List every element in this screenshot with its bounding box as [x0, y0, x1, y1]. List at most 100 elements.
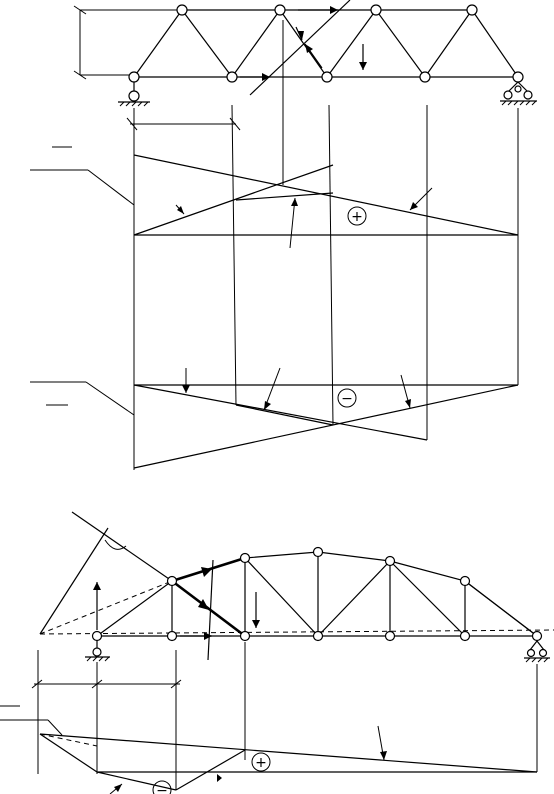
influence-line-negative-branch [96, 771, 177, 791]
dimension-tick [170, 679, 182, 689]
dashed-axis-line [39, 629, 554, 635]
truss-node [321, 71, 333, 83]
truss-node [370, 4, 382, 16]
truss-node [312, 630, 324, 642]
top-chord [96, 551, 538, 637]
truss-node [239, 630, 251, 642]
truss-node [459, 630, 471, 642]
truss-node [512, 71, 524, 83]
leader-line [85, 381, 135, 416]
arrowhead [405, 399, 411, 408]
arrowhead [298, 31, 304, 40]
truss-node [459, 575, 471, 587]
pin-support-icon [85, 641, 110, 662]
arrowhead [114, 784, 122, 792]
minus-sign-icon [152, 780, 172, 794]
truss-node [176, 4, 188, 16]
truss-node [166, 575, 178, 587]
pointer-arrow [289, 197, 296, 249]
influence-line-arch: + − [0, 705, 538, 794]
arrowhead [177, 206, 184, 214]
angle-arc [104, 539, 127, 550]
arrowhead [291, 198, 298, 206]
arrowhead [201, 567, 212, 577]
transition-line [235, 192, 334, 201]
truss-node [166, 630, 178, 642]
arrowhead [305, 44, 313, 53]
dimension-tick [229, 117, 241, 131]
arrowhead [252, 620, 260, 628]
diagonal [231, 9, 281, 78]
plus-sign-icon [347, 206, 367, 226]
truss-node [466, 4, 478, 16]
roller-support-icon [524, 640, 550, 663]
diagonal [471, 9, 519, 78]
truss-node [531, 630, 543, 642]
dimension-tick [31, 679, 43, 689]
arrowhead [204, 632, 212, 640]
arrowhead [359, 62, 367, 70]
arrowhead [182, 385, 190, 393]
section-cut-line [249, 0, 351, 96]
transition-line [175, 749, 246, 791]
truss-node [226, 71, 238, 83]
sign-plus: + [255, 755, 267, 771]
arrowhead [217, 774, 222, 782]
arched-truss [31, 511, 554, 790]
transition-line [235, 404, 334, 426]
cut-diagonal [171, 579, 246, 638]
truss-node [312, 546, 324, 558]
projection-lines [133, 20, 519, 470]
influence-line-negative: − [30, 367, 519, 469]
diagonal [244, 557, 319, 637]
influence-line-left-branch [133, 154, 519, 236]
arrowhead [330, 6, 338, 14]
section-cut-line [207, 559, 214, 661]
sign-minus: − [341, 391, 353, 407]
dimension-tick [91, 679, 103, 689]
dimension-tick [126, 117, 138, 131]
top-chord-extension [71, 511, 173, 582]
influence-line-positive: + [30, 146, 519, 249]
truss-node [91, 630, 103, 642]
pin-support-icon [118, 82, 150, 107]
diagonal [133, 9, 183, 78]
diagonal [389, 560, 466, 637]
leader-line [87, 169, 135, 206]
dashed-extension [39, 580, 173, 635]
influence-line-left-tail [39, 733, 98, 773]
arrowhead [410, 202, 418, 210]
arrowhead [264, 401, 271, 410]
arrowhead [93, 582, 101, 590]
diagonal [181, 9, 233, 78]
roller-support-icon [500, 81, 537, 106]
diagonal [464, 580, 538, 637]
leader-line [47, 719, 63, 736]
arrowhead [262, 73, 270, 81]
minus-sign-icon [337, 388, 357, 408]
truss-node [128, 71, 140, 83]
influence-line-right-branch [133, 164, 334, 236]
influence-line-branch [133, 384, 428, 441]
force-arrow-diagonal-2 [295, 26, 303, 41]
upper-truss [73, 0, 537, 131]
truss-node [274, 4, 286, 16]
lever-arm-line [39, 527, 109, 635]
arrowhead [198, 599, 209, 610]
sign-plus: + [351, 209, 363, 225]
influence-line-branch [39, 733, 538, 773]
arrowhead [380, 751, 387, 760]
truss-node [419, 71, 431, 83]
diagonal [326, 9, 377, 78]
truss-node [384, 630, 396, 642]
diagonal [375, 9, 426, 78]
truss-node [384, 555, 396, 567]
influence-line-branch [133, 384, 519, 469]
truss-node [239, 552, 251, 564]
dashed-influence-tail [39, 733, 98, 747]
sign-minus: − [156, 783, 168, 794]
diagonal [317, 560, 391, 637]
diagonal [424, 9, 473, 78]
